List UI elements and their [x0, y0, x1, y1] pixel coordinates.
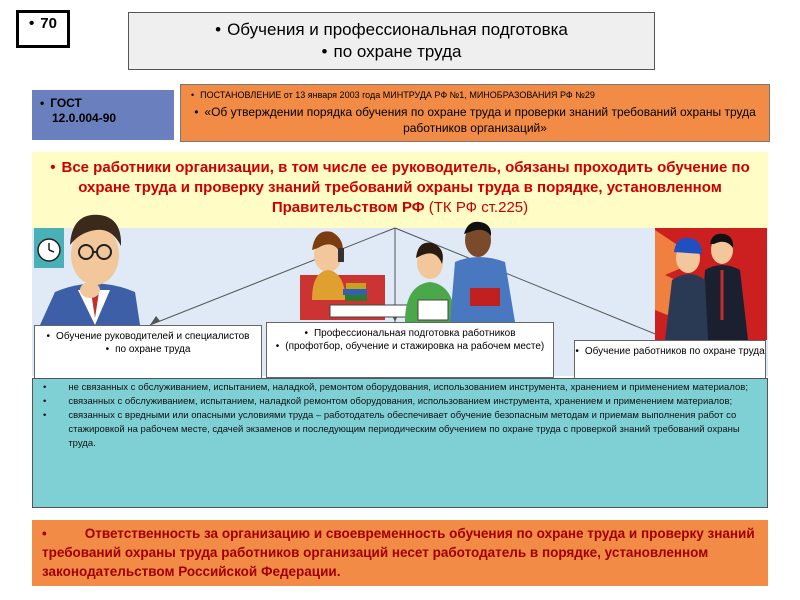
gost-code: 12.0.004-90	[52, 111, 117, 125]
workers-training-box: •Обучение работников по охране труда	[574, 340, 766, 380]
list-item: •связанных с обслуживанием, испытанием, …	[43, 396, 733, 407]
title-line2: •по охране труда	[321, 42, 462, 61]
list-item: •не связанных с обслуживанием, испытание…	[43, 382, 748, 393]
slide-number: •70	[16, 10, 70, 48]
responsibility-text: Ответственность за организацию и своевре…	[42, 526, 755, 579]
main-statement-text: Все работники организации, в том числе е…	[61, 159, 750, 216]
requirements-list: •не связанных с обслуживанием, испытание…	[32, 378, 768, 508]
main-statement-reference: (ТК РФ ст.225)	[428, 199, 529, 216]
responsibility-box: •Ответственность за организацию и своевр…	[32, 520, 768, 586]
title-line1: •Обучения и профессиональная подготовка	[215, 20, 568, 39]
gost-label: ГОСТ	[50, 96, 82, 110]
workers-line1: Обучение работников по охране труда	[584, 346, 765, 357]
professional-training-box: •Профессиональная подготовка работников …	[266, 322, 554, 378]
managers-training-box: •Обучение руководителей и специалистов •…	[34, 325, 262, 381]
decree-box: •ПОСТАНОВЛЕНИЕ от 13 января 2003 года МИ…	[180, 84, 770, 142]
managers-line2: по охране труда	[115, 344, 191, 355]
title-box: •Обучения и профессиональная подготовка …	[128, 12, 655, 70]
professional-line1: Профессиональная подготовка работников	[313, 328, 516, 339]
decree-line2: •«Об утверждении порядка обучения по охр…	[194, 105, 756, 135]
list-item: •связанных с вредными или опасными услов…	[43, 410, 740, 449]
decree-line1: •ПОСТАНОВЛЕНИЕ от 13 января 2003 года МИ…	[191, 90, 595, 100]
professional-line2: (профотбор, обучение и стажировка на раб…	[285, 341, 545, 352]
main-statement: •Все работники организации, в том числе …	[32, 152, 768, 228]
managers-line1: Обучение руководителей и специалистов	[56, 331, 250, 342]
gost-box: •ГОСТ 12.0.004-90	[32, 90, 174, 140]
slide-number-text: 70	[40, 15, 57, 32]
